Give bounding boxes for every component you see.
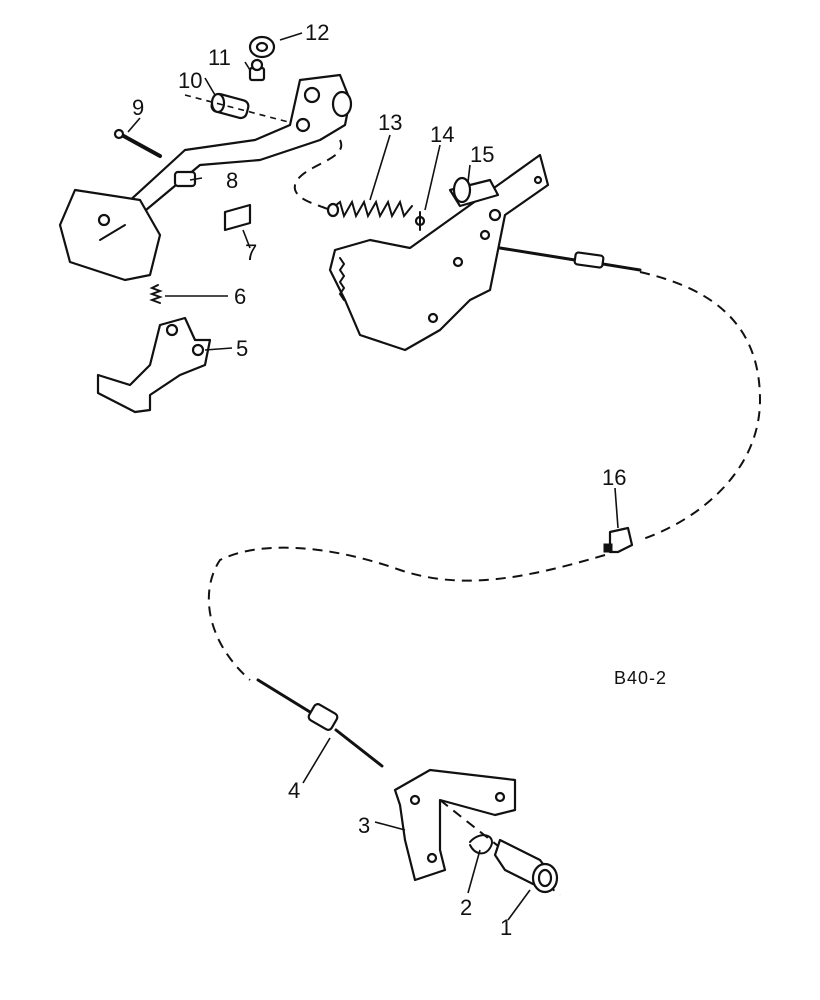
leader-lines (127, 32, 619, 921)
label-16: 16 (602, 465, 626, 490)
knob-part (493, 838, 559, 894)
label-1: 1 (500, 915, 512, 940)
part-number-labels: 12 11 10 9 8 7 6 5 13 14 15 16 4 3 2 1 (132, 20, 626, 940)
cable-clip-part (603, 526, 634, 554)
grease-fitting-part (248, 58, 266, 82)
bolt-part (113, 128, 162, 158)
label-8: 8 (226, 168, 238, 193)
label-2: 2 (460, 895, 472, 920)
return-spring-part (326, 199, 413, 219)
upper-cable-end-part (498, 246, 642, 272)
bushing-part (184, 92, 301, 126)
label-9: 9 (132, 95, 144, 120)
lower-cable-part (256, 678, 384, 768)
pedal-arm-part (123, 73, 353, 217)
label-13: 13 (378, 110, 402, 135)
label-6: 6 (234, 284, 246, 309)
label-3: 3 (358, 813, 370, 838)
mounting-bracket-part (393, 768, 517, 882)
pin-part (414, 211, 426, 231)
diagram-code: B40-2 (614, 668, 667, 688)
label-15: 15 (470, 142, 494, 167)
label-7: 7 (245, 240, 257, 265)
spring-washer-part (469, 834, 493, 855)
label-4: 4 (288, 778, 300, 803)
main-bracket-part (328, 153, 550, 352)
lever-bracket-part (96, 316, 212, 414)
pedal-pad-part (58, 188, 162, 282)
retaining-clip-part (248, 35, 276, 59)
label-5: 5 (236, 336, 248, 361)
label-14: 14 (430, 122, 454, 147)
label-10: 10 (178, 68, 202, 93)
label-12: 12 (305, 20, 329, 45)
plate-part (223, 203, 252, 232)
label-11: 11 (208, 45, 231, 70)
small-spring-part (149, 284, 163, 304)
